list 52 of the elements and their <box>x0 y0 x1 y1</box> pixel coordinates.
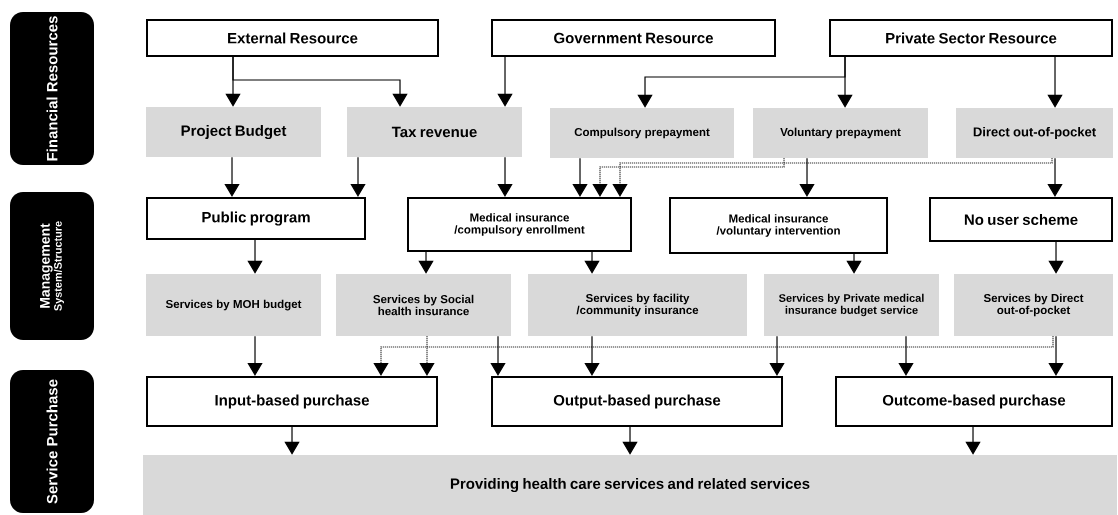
arrow <box>965 426 981 455</box>
arrow <box>350 156 366 197</box>
arrow <box>497 56 513 107</box>
arrow <box>1048 241 1064 274</box>
category-box: Services by Direct out-of-pocket <box>954 274 1113 336</box>
category-box: Direct out-of-pocket <box>956 108 1113 158</box>
arrow <box>418 251 434 274</box>
arrow <box>224 156 240 197</box>
arrow <box>769 335 785 376</box>
category-box: Voluntary prepayment <box>753 108 928 158</box>
arrow <box>572 157 588 197</box>
arrow <box>284 426 300 455</box>
arrow <box>837 56 853 108</box>
arrow <box>846 253 862 274</box>
category-box: Providing health care services and related services <box>143 455 1117 515</box>
arrow <box>1048 335 1064 376</box>
process-box: External Resource <box>146 19 439 57</box>
process-box: Public program <box>146 197 366 240</box>
arrow <box>584 335 600 376</box>
arrow <box>232 56 408 107</box>
process-box: Medical insurance /voluntary intervention <box>669 197 888 254</box>
arrow <box>490 335 506 376</box>
category-box: Tax revenue <box>347 107 522 157</box>
arrow <box>1047 157 1063 197</box>
arrow <box>497 156 513 197</box>
category-box: Project Budget <box>146 107 321 157</box>
category-box: Services by facility /community insurance <box>528 274 747 336</box>
arrow <box>247 239 263 274</box>
process-box: Government Resource <box>491 19 776 57</box>
process-box: No user scheme <box>929 197 1113 242</box>
arrow <box>592 157 785 197</box>
arrow <box>799 157 815 197</box>
arrow <box>898 335 914 376</box>
arrow <box>419 335 435 376</box>
section-label: Management System/Structure <box>10 192 94 340</box>
process-box: Medical insurance /compulsory enrollment <box>407 197 632 252</box>
arrow <box>622 426 638 455</box>
process-box: Input-based purchase <box>146 376 438 427</box>
arrow <box>612 157 1053 197</box>
arrow <box>1047 56 1063 108</box>
process-box: Output-based purchase <box>491 376 783 427</box>
arrow <box>584 251 600 274</box>
section-label: Financial Resources <box>10 12 94 165</box>
process-box: Private Sector Resource <box>829 19 1113 57</box>
category-box: Services by MOH budget <box>146 274 321 336</box>
arrow <box>373 335 1054 376</box>
category-box: Compulsory prepayment <box>550 108 734 158</box>
category-box: Services by Private medical insurance budget service <box>764 274 939 336</box>
section-label: Service Purchase <box>10 370 94 513</box>
process-box: Outcome-based purchase <box>835 376 1113 427</box>
arrow <box>247 335 263 376</box>
category-box: Services by Social health insurance <box>336 274 511 336</box>
